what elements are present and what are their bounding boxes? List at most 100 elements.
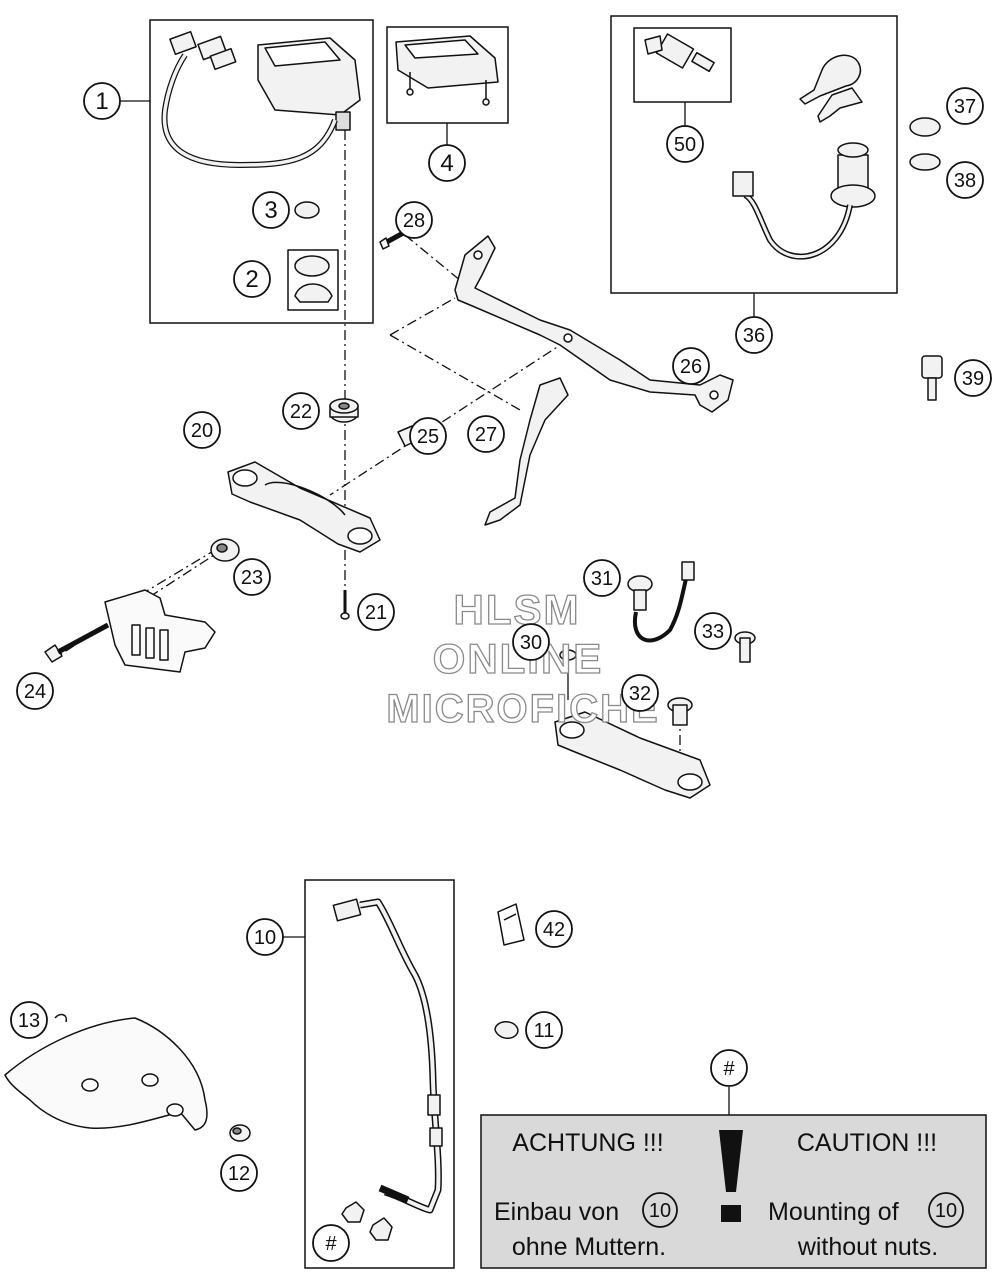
callout-label: 22 bbox=[290, 401, 312, 423]
callout-24[interactable]: 24 bbox=[16, 672, 54, 710]
display-part bbox=[395, 35, 499, 106]
nut-part bbox=[909, 117, 941, 137]
caution-right-title: CAUTION !!! bbox=[797, 1129, 937, 1157]
callout-30[interactable]: 30 bbox=[512, 623, 550, 661]
callout-13[interactable]: 13 bbox=[10, 1001, 48, 1039]
ignition-lock-part bbox=[732, 142, 876, 260]
sensor-nuts-part bbox=[341, 1201, 393, 1241]
rubber-damper-part bbox=[210, 538, 240, 562]
bracket-screw-part bbox=[559, 649, 577, 661]
callout-label: 20 bbox=[191, 420, 213, 442]
callout-3[interactable]: 3 bbox=[252, 191, 290, 229]
callout-50[interactable]: 50 bbox=[666, 125, 704, 163]
callout-label: 26 bbox=[680, 356, 702, 378]
caution-left-line-1: Einbau von bbox=[494, 1198, 619, 1226]
callout-label: 28 bbox=[403, 210, 425, 232]
group-boxes bbox=[149, 15, 898, 1269]
callout-23[interactable]: 23 bbox=[233, 558, 271, 596]
bracket-hole bbox=[563, 333, 573, 343]
rubber-bushing-part bbox=[329, 398, 359, 423]
callout-label: # bbox=[325, 1233, 337, 1255]
callout-21[interactable]: 21 bbox=[357, 593, 395, 631]
bracket-hole bbox=[473, 250, 483, 260]
pin-part bbox=[734, 631, 756, 663]
callout-label: 2 bbox=[245, 266, 258, 293]
callout-label: 11 bbox=[534, 1020, 555, 1042]
caution-right-ref-circle: 10 bbox=[928, 1192, 964, 1228]
speed-sensor-cable-part bbox=[332, 898, 443, 1214]
caution-right-line-1: Mounting of bbox=[768, 1198, 899, 1226]
callout-4[interactable]: 4 bbox=[428, 144, 466, 182]
callout-28[interactable]: 28 bbox=[395, 201, 433, 239]
callout-hash-top[interactable]: # bbox=[710, 1049, 748, 1087]
callout-hash-bottom[interactable]: # bbox=[312, 1224, 350, 1262]
callout-label: 13 bbox=[18, 1010, 40, 1032]
callout-label: 24 bbox=[24, 681, 46, 703]
callout-2[interactable]: 2 bbox=[233, 260, 271, 298]
clip-part bbox=[497, 903, 525, 946]
key-pair-part bbox=[799, 54, 863, 123]
sensor-cable-box bbox=[304, 879, 455, 1269]
callout-label: 37 bbox=[954, 96, 976, 118]
callout-label: 38 bbox=[954, 170, 976, 192]
bracket-hole bbox=[709, 390, 719, 400]
spacer-part bbox=[229, 1124, 251, 1142]
callout-37[interactable]: 37 bbox=[946, 87, 984, 125]
caution-right-ref: 10 bbox=[935, 1200, 957, 1222]
push-button-part bbox=[627, 561, 695, 643]
callout-label: 12 bbox=[228, 1163, 250, 1185]
callout-39[interactable]: 39 bbox=[954, 359, 992, 397]
caution-left-ref-circle: 10 bbox=[642, 1192, 678, 1228]
screw-part bbox=[340, 590, 350, 620]
callout-38[interactable]: 38 bbox=[946, 161, 984, 199]
callout-label: 1 bbox=[95, 88, 108, 115]
callout-label: 10 bbox=[254, 927, 276, 949]
caution-right-line-2: without nuts. bbox=[797, 1233, 938, 1261]
cable-holder-part bbox=[494, 1021, 519, 1039]
callout-27[interactable]: 27 bbox=[467, 415, 505, 453]
support-strut-part bbox=[484, 377, 569, 526]
brake-disc-part bbox=[4, 1013, 208, 1131]
part-drawings bbox=[4, 30, 943, 1241]
callout-11[interactable]: 11 bbox=[525, 1011, 563, 1049]
callout-10[interactable]: 10 bbox=[246, 918, 284, 956]
instrument-bracket-part bbox=[227, 461, 381, 553]
callout-22[interactable]: 22 bbox=[282, 392, 320, 430]
callout-1[interactable]: 1 bbox=[83, 82, 121, 120]
callout-36[interactable]: 36 bbox=[735, 316, 773, 354]
callout-label: 3 bbox=[264, 197, 277, 224]
callout-label: 4 bbox=[440, 150, 453, 177]
callout-20[interactable]: 20 bbox=[183, 411, 221, 449]
watermark-line-3: MICROFICHE bbox=[386, 687, 659, 731]
plug-part bbox=[294, 201, 320, 219]
callout-label: 21 bbox=[365, 602, 387, 624]
bolt-part bbox=[44, 622, 110, 663]
callout-label: 25 bbox=[417, 426, 439, 448]
caution-notice: ACHTUNG !!! CAUTION !!! Einbau von 10 oh… bbox=[480, 1114, 987, 1269]
callouts: 1 2 3 4 10 11 12 13 20 21 22 23 24 25 26… bbox=[10, 82, 992, 1262]
cover-plate-slots bbox=[131, 624, 169, 661]
callout-label: 27 bbox=[475, 424, 497, 446]
exclamation-icon bbox=[719, 1130, 743, 1222]
callout-label: 42 bbox=[543, 919, 565, 941]
callout-26[interactable]: 26 bbox=[672, 347, 710, 385]
mounting-bracket-part bbox=[454, 235, 734, 413]
callout-42[interactable]: 42 bbox=[535, 910, 573, 948]
callout-25[interactable]: 25 bbox=[409, 417, 447, 455]
alt-bracket-part bbox=[554, 711, 711, 799]
callout-label: 33 bbox=[702, 621, 724, 643]
callout-32[interactable]: 32 bbox=[621, 674, 659, 712]
callout-label: # bbox=[723, 1058, 735, 1080]
callout-label: 23 bbox=[241, 567, 263, 589]
callout-31[interactable]: 31 bbox=[583, 559, 621, 597]
callout-12[interactable]: 12 bbox=[220, 1154, 258, 1192]
callout-33[interactable]: 33 bbox=[694, 612, 732, 650]
callout-label: 30 bbox=[520, 632, 542, 654]
caution-left-line-2: ohne Muttern. bbox=[512, 1233, 666, 1261]
bracket-bolt-part bbox=[379, 229, 407, 250]
cover-cap-part bbox=[287, 249, 339, 311]
lock-cylinder-part bbox=[644, 33, 715, 73]
callout-label: 39 bbox=[962, 368, 984, 390]
callout-label: 50 bbox=[674, 134, 696, 156]
